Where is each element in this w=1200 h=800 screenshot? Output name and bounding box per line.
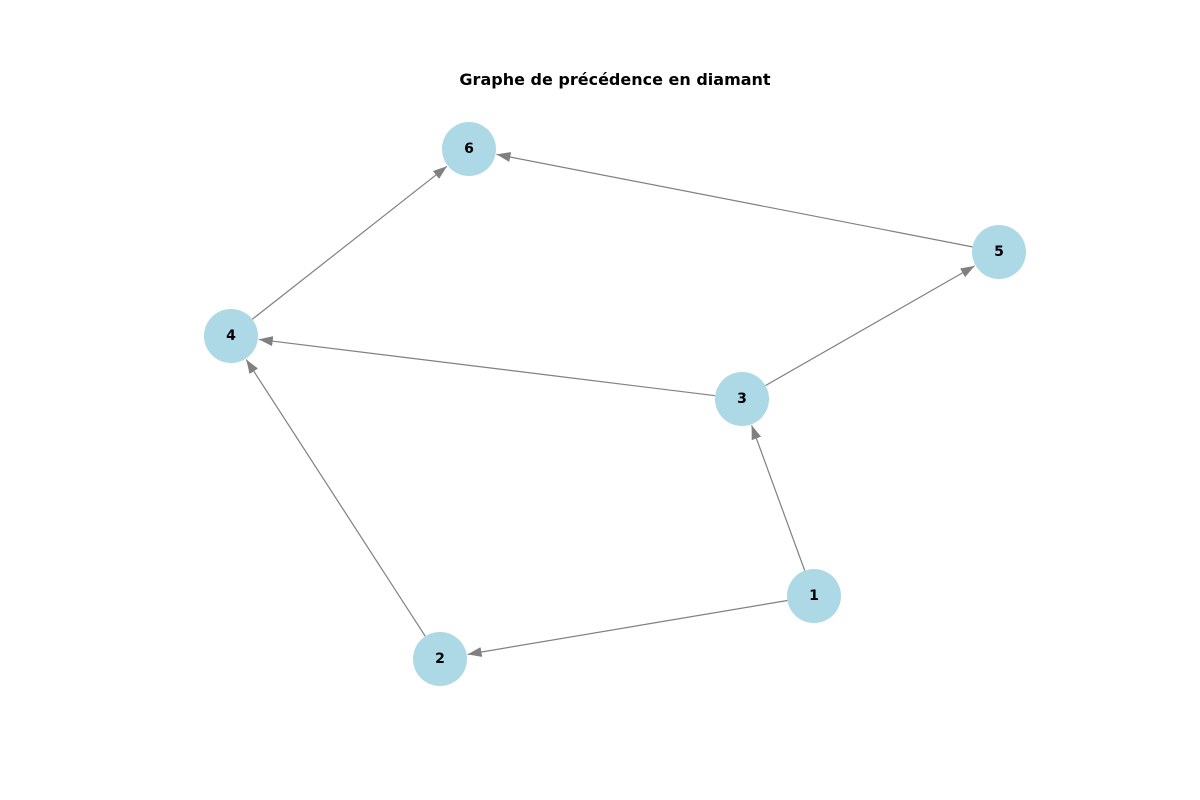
edge-1-to-3 bbox=[751, 425, 806, 571]
diagram-title: Graphe de précédence en diamant bbox=[459, 70, 771, 89]
node-label-1: 1 bbox=[809, 588, 819, 604]
edges-layer bbox=[245, 152, 975, 657]
node-circle-6 bbox=[442, 122, 496, 176]
node-circle-4 bbox=[204, 309, 258, 363]
node-circle-3 bbox=[715, 372, 769, 426]
node-label-2: 2 bbox=[435, 651, 445, 667]
edge-3-to-5 bbox=[765, 265, 975, 387]
edge-1-to-2 bbox=[467, 599, 788, 657]
edge-2-to-4 bbox=[245, 359, 426, 637]
node-6: 6 bbox=[442, 122, 496, 176]
node-4: 4 bbox=[204, 309, 258, 363]
node-label-4: 4 bbox=[226, 328, 236, 344]
node-3: 3 bbox=[715, 372, 769, 426]
node-circle-2 bbox=[413, 632, 467, 686]
node-circle-1 bbox=[787, 569, 841, 623]
node-1: 1 bbox=[787, 569, 841, 623]
node-label-3: 3 bbox=[737, 391, 747, 407]
node-2: 2 bbox=[413, 632, 467, 686]
node-label-5: 5 bbox=[994, 244, 1004, 260]
node-label-6: 6 bbox=[464, 141, 474, 157]
node-5: 5 bbox=[972, 225, 1026, 279]
nodes-layer: 1 2 3 4 5 6 bbox=[204, 122, 1026, 686]
edge-4-to-6 bbox=[251, 165, 448, 320]
edge-5-to-6 bbox=[496, 152, 973, 248]
node-circle-5 bbox=[972, 225, 1026, 279]
edge-3-to-4 bbox=[258, 336, 716, 397]
